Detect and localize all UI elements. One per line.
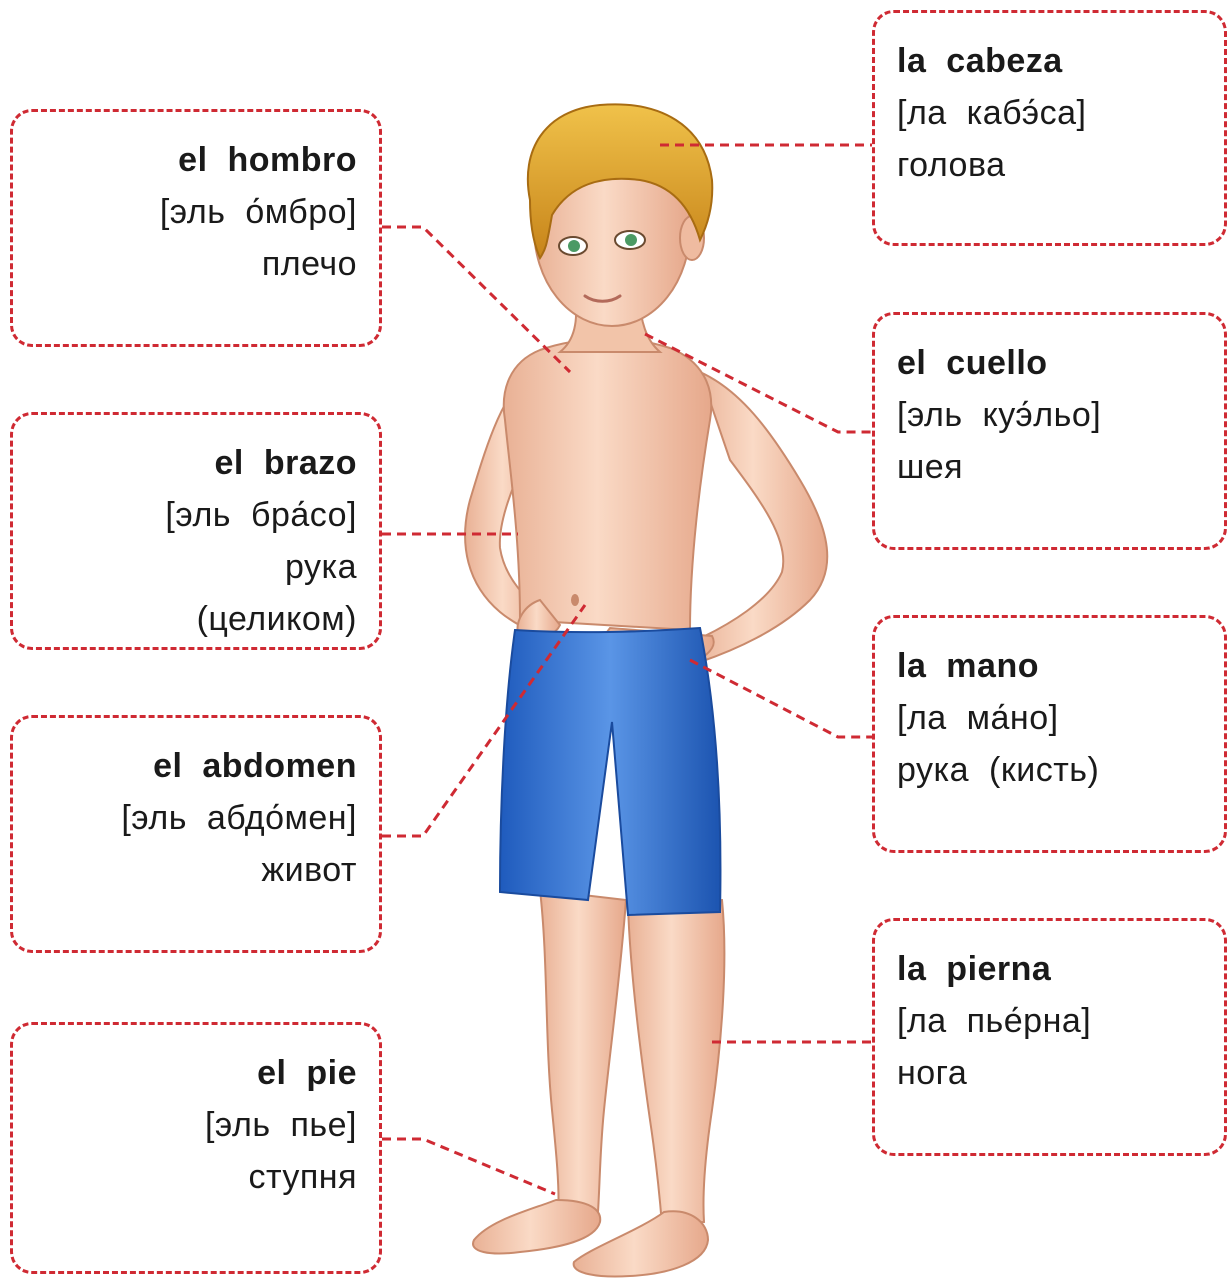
spanish-term: la pierna [897,943,1202,995]
label-arm: el brazo [эль бра́со] рука (целиком) [10,412,382,650]
spanish-term: la cabeza [897,35,1202,87]
label-abdomen: el abdomen [эль абдо́мен] живот [10,715,382,953]
torso [504,339,711,630]
label-leg: la pierna [ла пье́рна] нога [872,918,1227,1156]
pronunciation: [ла пье́рна] [897,995,1202,1047]
pronunciation: [эль бра́со] [35,489,357,541]
pronunciation: [эль куэ́льо] [897,389,1202,441]
pronunciation: [эль абдо́мен] [35,792,357,844]
left-leg [540,890,626,1215]
label-foot: el pie [эль пье] ступня [10,1022,382,1274]
spanish-term: el cuello [897,337,1202,389]
pronunciation: [эль о́мбро] [35,186,357,238]
label-hand: la mano [ла ма́но] рука (кисть) [872,615,1227,853]
left-foot [473,1200,600,1254]
spanish-term: la mano [897,640,1202,692]
spanish-term: el pie [35,1047,357,1099]
pronunciation: [ла ма́но] [897,692,1202,744]
pronunciation: [эль пье] [35,1099,357,1151]
russian-translation: ступня [35,1151,357,1203]
right-leg [628,900,724,1225]
russian-translation: шея [897,441,1202,493]
spanish-term: el abdomen [35,740,357,792]
leader-foot [382,1139,555,1194]
russian-translation: живот [35,844,357,896]
russian-translation-note: (целиком) [35,593,357,645]
russian-translation: рука [35,541,357,593]
russian-translation: плечо [35,238,357,290]
label-shoulder: el hombro [эль о́мбро] плечо [10,109,382,347]
label-neck: el cuello [эль куэ́льо] шея [872,312,1227,550]
spanish-term: el hombro [35,134,357,186]
pronunciation: [ла кабэ́са] [897,87,1202,139]
shorts [500,628,720,915]
russian-translation: нога [897,1047,1202,1099]
leader-hand [690,660,872,737]
russian-translation: голова [897,139,1202,191]
russian-translation: рука (кисть) [897,744,1202,796]
label-head: la cabeza [ла кабэ́са] голова [872,10,1227,246]
spanish-term: el brazo [35,437,357,489]
